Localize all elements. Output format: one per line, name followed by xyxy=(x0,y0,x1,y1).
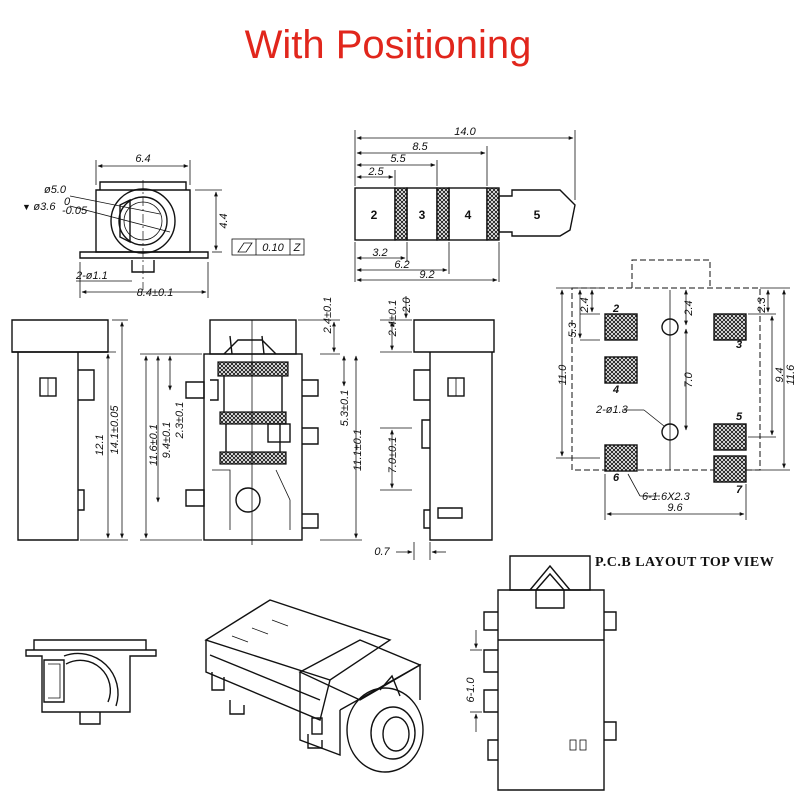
pcb-d-53: 5.3 xyxy=(567,321,579,337)
dim-s-07: 0.7 xyxy=(374,546,390,558)
pcb-holes: 2-ø1.3 xyxy=(595,404,629,416)
dim-h-121: 12.1 xyxy=(94,434,106,455)
left-side-view: 12.1 14.1±0.05 xyxy=(11,319,128,541)
pcb-pad-size: 6-1.6X2.3 xyxy=(642,491,691,503)
pcb-d-23: 2.3 xyxy=(756,296,768,313)
dim-pins: 6-1.0 xyxy=(465,677,477,703)
pad-4: 4 xyxy=(612,384,619,396)
pcb-d-70: 7.0 xyxy=(683,371,695,387)
plug-contact-2: 2 xyxy=(371,208,378,222)
pcb-width: 9.6 xyxy=(667,502,683,514)
pcb-d-24b: 2.4 xyxy=(683,300,695,316)
dim-width-top: 6.4 xyxy=(135,153,150,165)
pad-3: 3 xyxy=(736,339,742,351)
bottom-pin-view: 6-1.0 6-1.0 xyxy=(465,555,617,791)
dim-h-94: 9.4±0.1 xyxy=(161,422,173,459)
dim-h-141: 14.1±0.05 xyxy=(109,405,121,455)
dim-s-20: 2.0 xyxy=(401,296,413,313)
pad-2: 2 xyxy=(612,303,619,315)
right-side-view: 2.0 2.4±0.1 7.0±0.1 0.7 xyxy=(374,296,495,560)
dim-plug-total: 14.0 xyxy=(454,126,476,138)
dim-width-bottom: 8.4±0.1 xyxy=(137,287,174,299)
dim-plug-55: 5.5 xyxy=(390,153,406,165)
front-view: 6.4 ø5.0 ▼ ø3.6 -0.05 0 4.4 0.10 Z 2-ø1.… xyxy=(22,153,305,299)
pcb-d-110: 11.0 xyxy=(557,364,569,385)
dim-h-53: 5.3±0.1 xyxy=(339,390,351,427)
flatness-datum: Z xyxy=(293,242,302,254)
dim-plug-92: 9.2 xyxy=(419,269,434,281)
isometric-view xyxy=(204,599,424,773)
flatness-value: 0.10 xyxy=(262,242,284,254)
pcb-layout: 2 3 4 5 6 7 2.4 5.3 11.0 2.4 7.0 2.3 9.4… xyxy=(556,259,797,520)
dim-dia-inner: ▼ ø3.6 xyxy=(22,201,56,213)
pcb-d-116: 11.6 xyxy=(785,364,797,385)
pad-7: 7 xyxy=(736,484,743,496)
pad-6: 6 xyxy=(613,472,620,484)
dim-h-24: 2.4±0.1 xyxy=(322,297,334,335)
bottom-front-view xyxy=(25,639,157,725)
dim-dia-inner-tol-top: 0 xyxy=(64,196,71,208)
dim-dia-outer: ø5.0 xyxy=(44,184,67,196)
dim-s-24: 2.4±0.1 xyxy=(387,300,399,338)
dim-s-70: 7.0±0.1 xyxy=(387,437,399,474)
dim-plug-32: 3.2 xyxy=(372,247,387,259)
page-title: With Positioning xyxy=(245,23,532,67)
dim-h-23: 2.3±0.1 xyxy=(174,402,186,440)
pcb-layout-label: P.C.B LAYOUT TOP VIEW xyxy=(595,555,774,570)
center-section-view: 11.6±0.1 9.4±0.1 2.3±0.1 2.4±0.1 5.3±0.1… xyxy=(140,297,364,545)
dim-plug-85: 8.5 xyxy=(412,141,428,153)
pcb-d-24: 2.4 xyxy=(579,297,591,313)
dim-dia-inner-tol: -0.05 xyxy=(62,205,88,217)
plug-contact-3: 3 xyxy=(419,208,426,222)
pad-5: 5 xyxy=(736,411,743,423)
plug-contact-4: 4 xyxy=(465,208,472,222)
plug-drawing: 2 3 4 5 14.0 8.5 5.5 2.5 3.2 6.2 9.2 xyxy=(354,126,576,282)
dim-pegs: 2-ø1.1 xyxy=(75,270,108,282)
plug-contact-5: 5 xyxy=(534,208,541,222)
dim-plug-25: 2.5 xyxy=(367,166,384,178)
dim-height: 4.4 xyxy=(218,213,230,228)
dim-h-111: 11.1±0.1 xyxy=(352,429,364,471)
dim-plug-62: 6.2 xyxy=(394,259,409,271)
